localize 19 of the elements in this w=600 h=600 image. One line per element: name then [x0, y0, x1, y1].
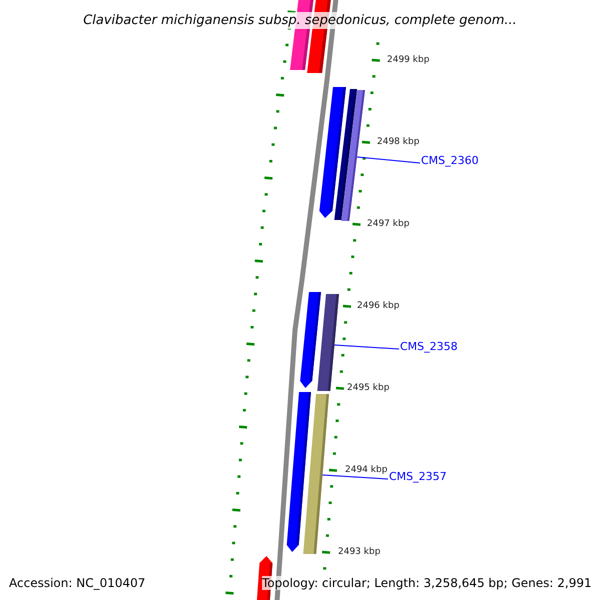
scale-label: 2494 kbp — [345, 465, 388, 475]
gene-feature — [303, 394, 329, 554]
gene-label: CMS_2358 — [400, 340, 458, 353]
leader-line — [334, 344, 400, 350]
gene-feature — [341, 90, 365, 221]
leader-line — [356, 156, 420, 164]
gene-feature — [317, 294, 339, 391]
scale-label: 2499 kbp — [387, 55, 430, 65]
scale-label: 2496 kbp — [357, 301, 400, 311]
accession-text: Accession: NC_010407 — [9, 576, 146, 590]
scale-label: 2493 kbp — [338, 547, 380, 557]
scale-label: 2497 kbp — [367, 219, 410, 229]
gene-label: CMS_2360 — [421, 154, 479, 167]
scale-label: 2495 kbp — [347, 383, 390, 393]
gene-feature — [300, 292, 321, 388]
scale-label: 2498 kbp — [377, 137, 420, 147]
genome-summary-text: Topology: circular; Length: 3,258,645 bp; Genes: 2,991 — [262, 576, 592, 590]
leader-line — [322, 474, 388, 480]
gene-label: CMS_2357 — [389, 470, 447, 483]
